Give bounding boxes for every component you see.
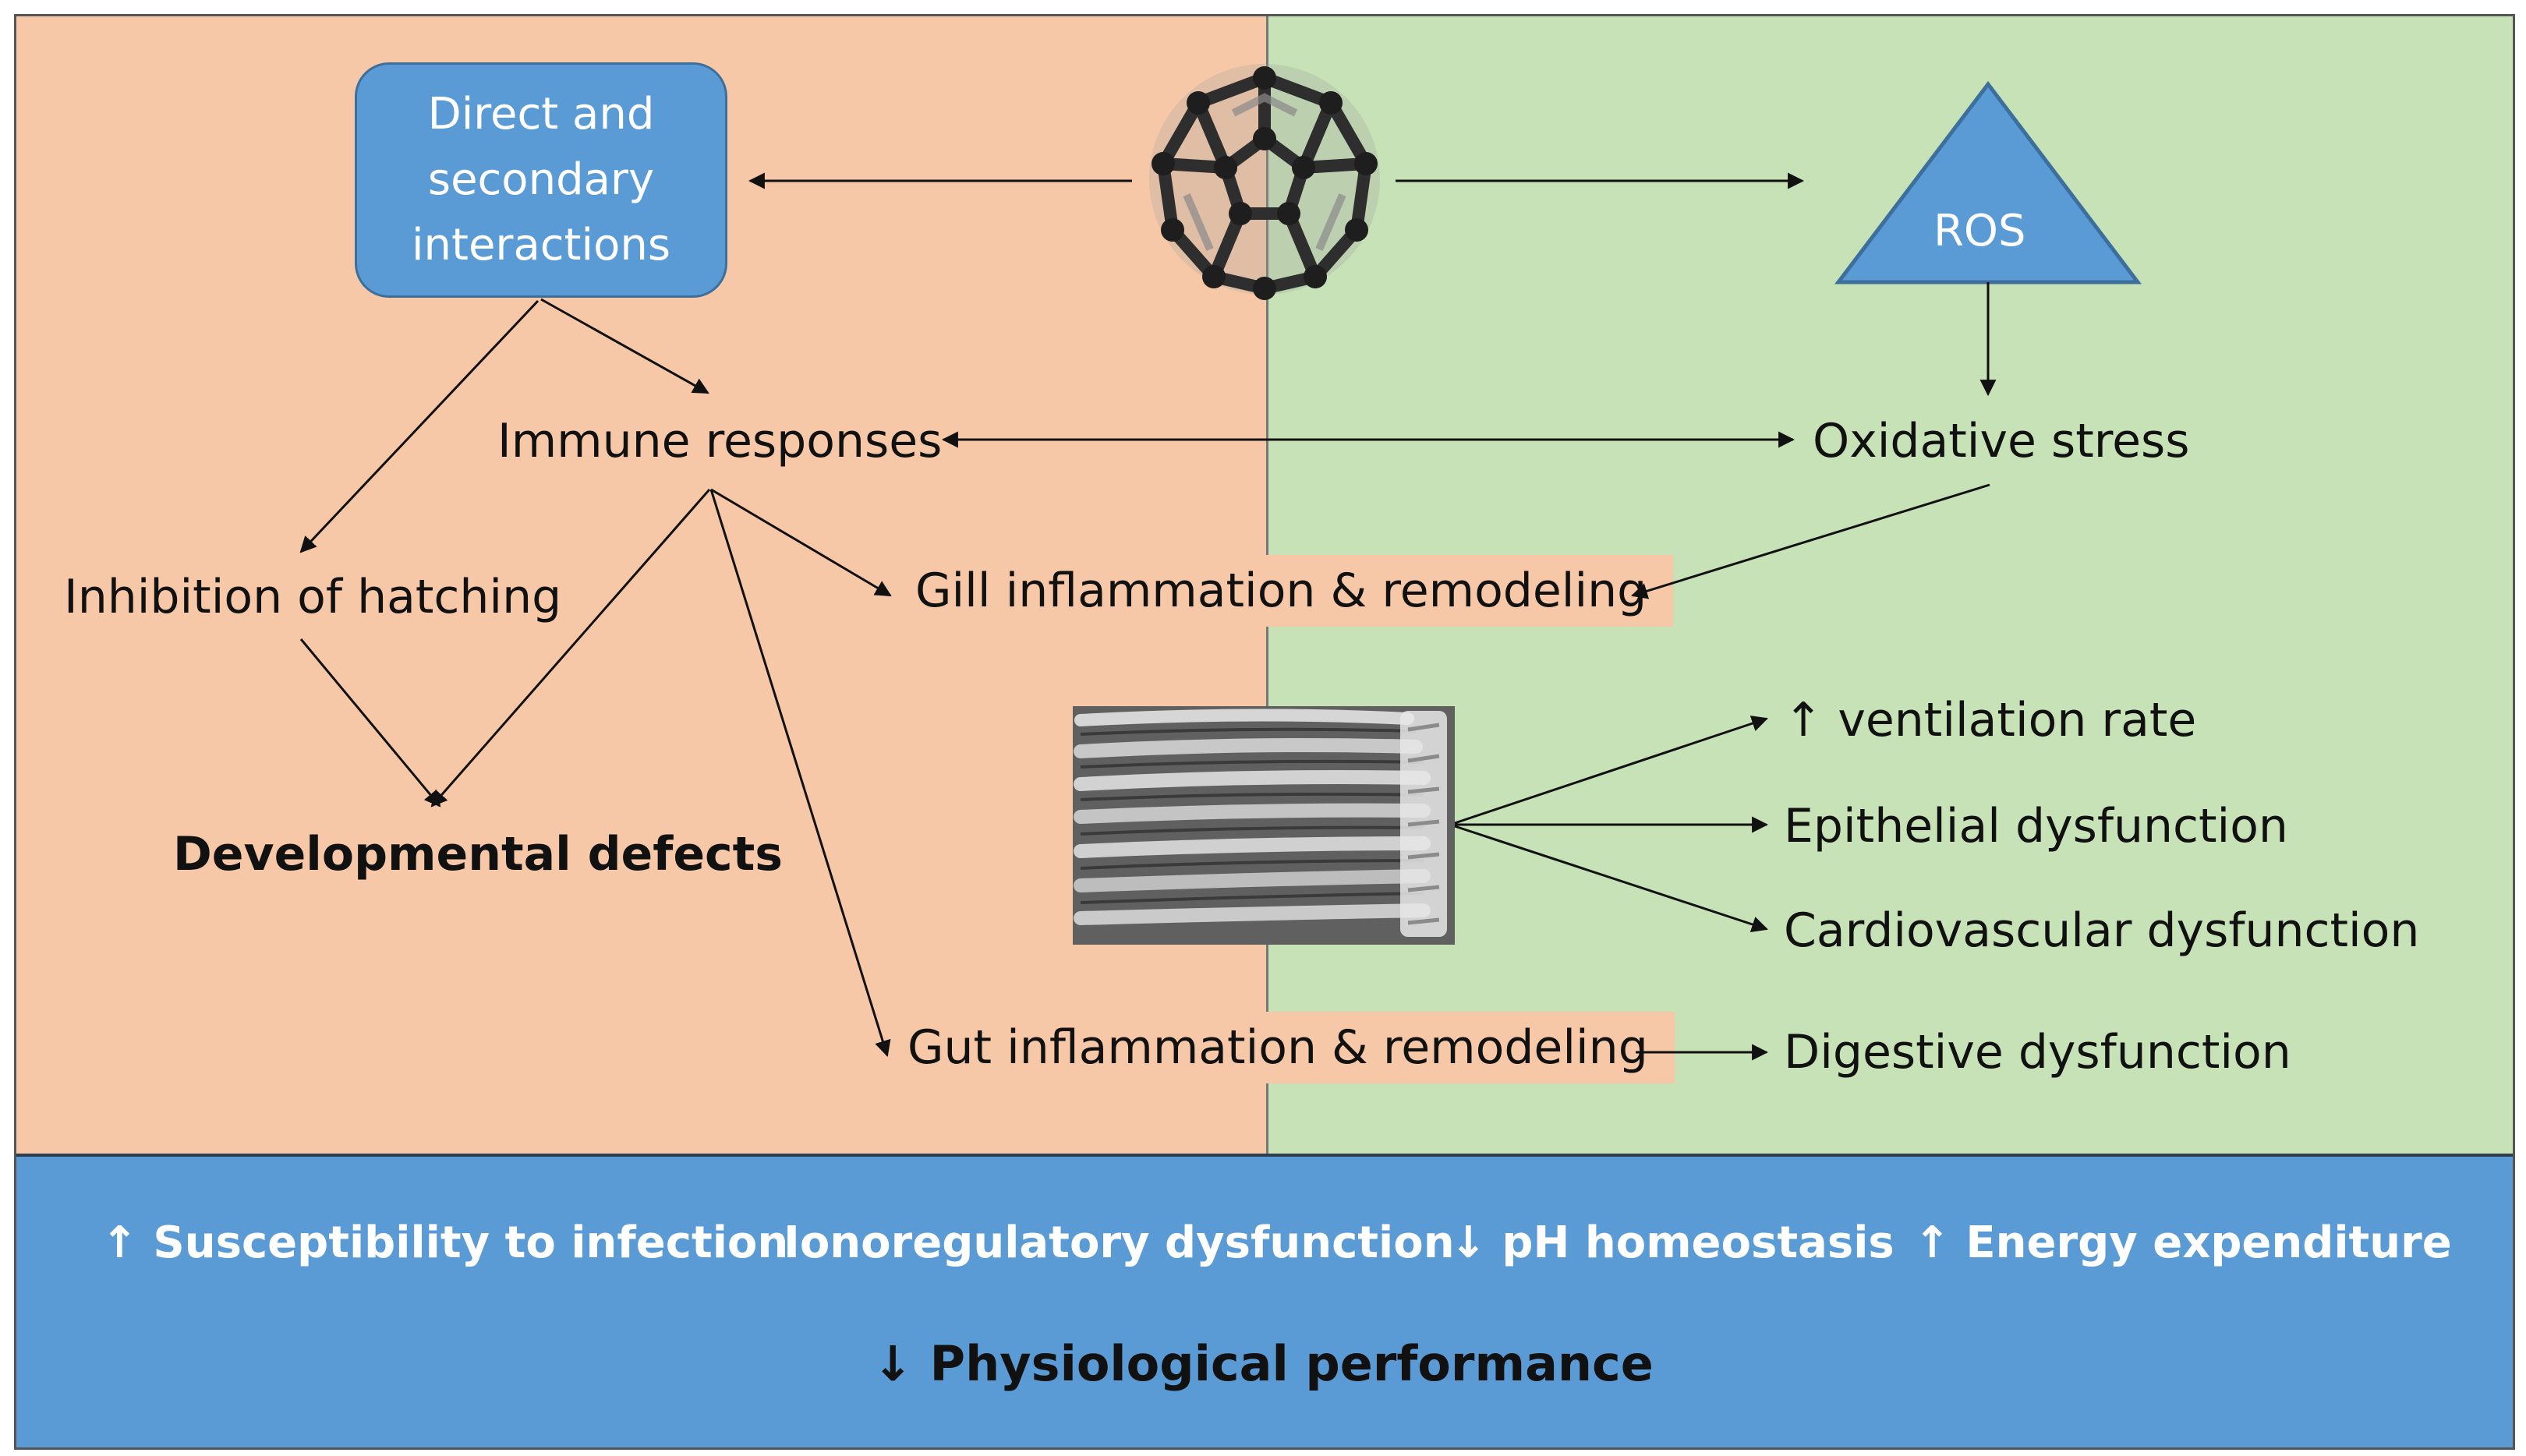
arrow-immune-to-gill bbox=[710, 488, 892, 597]
arrow-immune-to-developmental bbox=[430, 489, 711, 808]
arrow-interactions-to-hatching bbox=[299, 299, 540, 553]
digestive-dysfunction-label: Digestive dysfunction bbox=[1784, 1025, 2291, 1080]
physiological-performance-label: ↓ Physiological performance bbox=[872, 1335, 1654, 1392]
ventilation-rate-label: ↑ ventilation rate bbox=[1784, 693, 2197, 747]
gill-filaments-image bbox=[1073, 706, 1455, 945]
arrow-gill-to-cardiovascular bbox=[1454, 825, 1768, 933]
gut-inflammation-label: Gut inflammation & remodeling bbox=[881, 1012, 1675, 1083]
outcome-band bbox=[14, 1154, 2515, 1450]
performance-outcome-row: ↓ Physiological performance bbox=[0, 1334, 2526, 1394]
immune-responses-label: Immune responses bbox=[497, 414, 943, 468]
gill-inflammation-label: Gill inflammation & remodeling bbox=[889, 555, 1674, 627]
fullerene-icon bbox=[1149, 64, 1380, 300]
inhibition-of-hatching-label: Inhibition of hatching bbox=[64, 570, 562, 624]
susceptibility-outcome: ↑ Susceptibility to infection bbox=[101, 1217, 789, 1268]
oxidative-stress-label: Oxidative stress bbox=[1813, 414, 2190, 468]
energy-outcome: ↑ Energy expenditure bbox=[1914, 1217, 2452, 1268]
arrow-hatching-to-developmental bbox=[299, 638, 441, 808]
arrow-interactions-to-immune bbox=[540, 298, 709, 394]
arrow-gill-to-ventilation bbox=[1454, 716, 1768, 825]
arrow-immune-to-gut bbox=[709, 489, 891, 1058]
epithelial-dysfunction-label: Epithelial dysfunction bbox=[1784, 799, 2288, 853]
arrow-oxidative-to-gill bbox=[1630, 483, 1990, 599]
direct-interactions-label: Direct and secondary interactions bbox=[411, 89, 671, 270]
ph-homeostasis-outcome: ↓ pH homeostasis bbox=[1450, 1217, 1894, 1268]
developmental-defects-label: Developmental defects bbox=[173, 827, 783, 882]
direct-interactions-box: Direct and secondary interactions bbox=[355, 62, 727, 298]
cardiovascular-dysfunction-label: Cardiovascular dysfunction bbox=[1784, 903, 2420, 958]
ionoregulatory-outcome: Ionoregulatory dysfunction bbox=[784, 1217, 1455, 1268]
ros-label: ROS bbox=[1933, 206, 2026, 256]
